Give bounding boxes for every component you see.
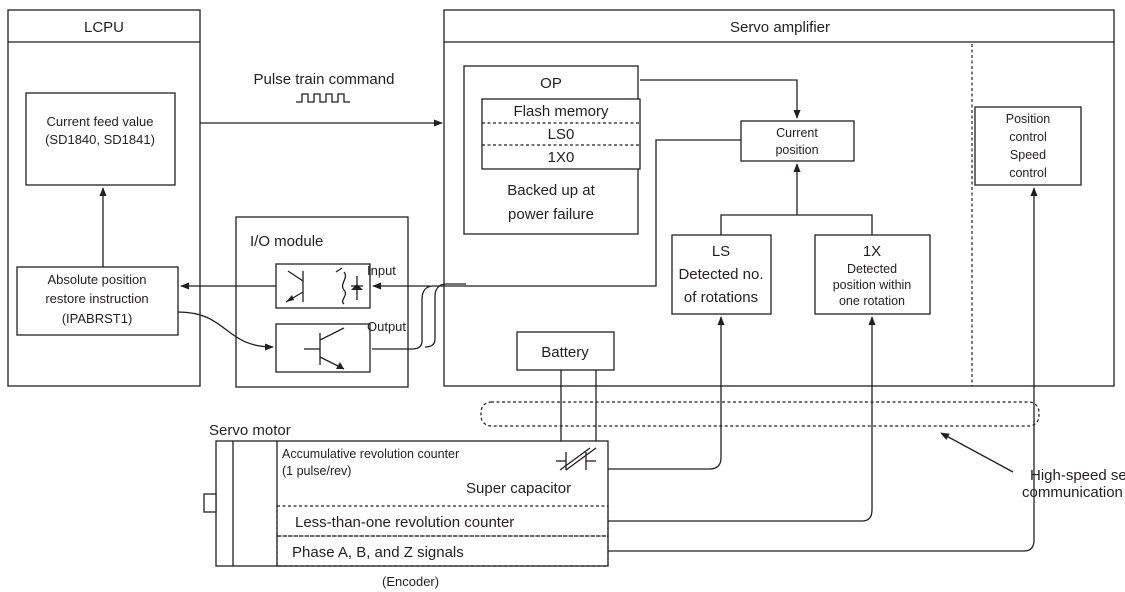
1x-line-4: one rotation [839,294,905,308]
servo-motor-body [203,440,609,567]
abs-restore-line-2: restore instruction [45,291,148,306]
position-to-io-line-2 [424,283,466,348]
1x-title: 1X [863,243,881,260]
encoder-label: (Encoder) [382,574,439,589]
op-box: OP Flash memory LS0 1X0 Backed up at pow… [463,65,641,235]
accum-counter-line-2: (1 pulse/rev) [282,464,351,478]
io-module-title: I/O module [250,233,323,250]
input-photocoupler [275,263,371,309]
servo-amplifier-title: Servo amplifier [730,19,830,36]
op-to-position-arrow [640,79,801,119]
serial-pointer-arrow [940,432,1014,473]
current-position-line-2: position [775,143,818,157]
abs-restore-line-1: Absolute position [47,272,146,287]
control-line-4: control [1009,166,1047,180]
ls-line-2: Detected no. [678,266,763,283]
input-label: Input [367,263,396,278]
backup-note-line-2: power failure [508,206,594,223]
abs-restore-line-3: (IPABRST1) [62,311,133,326]
battery-box: Battery [516,331,615,371]
control-box: Position control Speed control [974,106,1082,186]
pulse-train-label: Pulse train command [254,71,395,88]
serial-label-line-1: High-speed serial [1030,467,1125,484]
flash-memory-label: Flash memory [513,103,609,120]
ls-title: LS [712,243,730,260]
abs-restore-box: Absolute position restore instruction (I… [16,266,179,336]
output-label: Output [367,319,406,334]
less-to-1x-arrow [608,316,876,522]
backup-note-line-1: Backed up at [507,182,595,199]
super-capacitor-label: Super capacitor [466,480,571,497]
serial-bus [480,401,1040,427]
accum-to-ls-arrow [608,316,725,470]
1x-line-3: position within [833,278,912,292]
lcpu-title: LCPU [84,19,124,36]
1x-box: 1X Detected position within one rotation [814,234,931,315]
current-position-line-1: Current [776,126,818,140]
current-feed-line-1: Current feed value [47,114,154,129]
control-line-3: Speed [1010,148,1046,162]
1x-line-2: Detected [847,262,897,276]
serial-label-line-2: communication [1022,484,1123,501]
ls-box: LS Detected no. of rotations [671,234,772,315]
current-feed-line-2: (SD1840, SD1841) [45,132,155,147]
motor-shaft [203,493,217,513]
op-label: OP [540,75,562,92]
phase-signals-label: Phase A, B, and Z signals [292,544,464,561]
ls-line-3: of rotations [684,289,758,306]
current-position-box: Current position [740,120,855,162]
less-than-one-label: Less-than-one revolution counter [295,514,514,531]
current-feed-value-box: Current feed value (SD1840, SD1841) [25,92,176,186]
phase-to-control-arrow [608,187,1038,552]
restore-to-output-arrow [177,311,274,351]
battery-label: Battery [541,344,589,361]
accum-counter-line-1: Accumulative revolution counter [282,447,459,461]
position-to-io-line [372,139,741,350]
1x0-label: 1X0 [548,149,575,166]
control-line-1: Position [1006,112,1051,126]
pulse-waveform-icon [296,93,350,103]
output-transistor [275,323,371,373]
ls0-label: LS0 [548,126,575,143]
control-line-2: control [1009,130,1047,144]
super-capacitor-icon [556,447,597,471]
servo-motor-title: Servo motor [209,422,291,439]
